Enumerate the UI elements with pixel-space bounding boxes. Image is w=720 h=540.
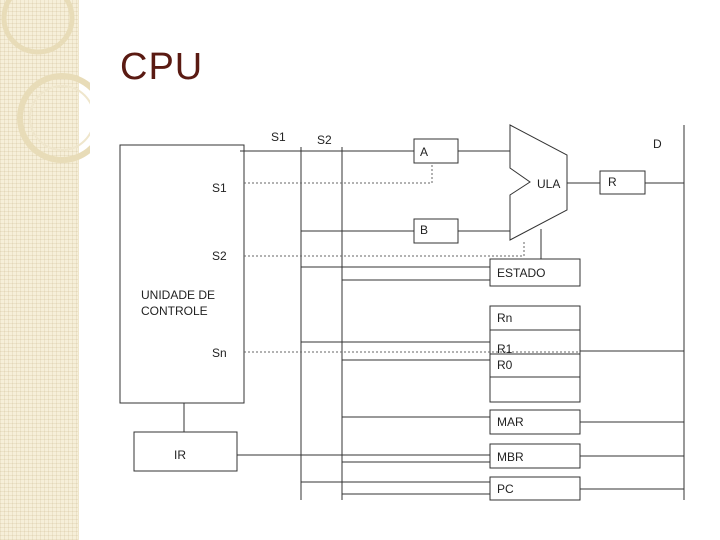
- bus-s2-label: S2: [317, 133, 332, 147]
- control-s2-label: S2: [212, 249, 227, 263]
- register-a-label: A: [420, 145, 428, 159]
- control-unit-label-line2: CONTROLE: [141, 304, 208, 318]
- register-b-box: [413, 218, 459, 244]
- mbr-box: [489, 443, 581, 469]
- alu-label: ULA: [537, 177, 560, 191]
- control-s1-label: S1: [212, 181, 227, 195]
- register-b-label: B: [420, 223, 428, 237]
- register-r1-label: R1: [497, 342, 513, 356]
- bus-d-label: D: [653, 137, 662, 151]
- control-signal-s2: [244, 240, 525, 257]
- control-unit-label-line1: UNIDADE DE: [141, 288, 215, 302]
- decorative-circles: [1, 0, 90, 163]
- control-unit-box: [119, 144, 245, 404]
- alu-shape: [509, 124, 568, 241]
- estado-box: [489, 258, 581, 287]
- control-sn-label: Sn: [212, 346, 227, 360]
- slide-title: CPU: [120, 46, 204, 88]
- mar-label: MAR: [497, 415, 524, 429]
- register-r0-label: R0: [497, 358, 513, 372]
- estado-label: ESTADO: [497, 266, 545, 280]
- register-rn-label: Rn: [497, 311, 512, 325]
- register-r-box: [599, 170, 646, 195]
- register-a-box: [413, 138, 459, 164]
- mar-box: [489, 409, 581, 435]
- decorative-side-band: [0, 0, 79, 540]
- pc-label: PC: [497, 482, 514, 496]
- ir-box: [133, 431, 238, 472]
- ir-label: IR: [174, 448, 186, 462]
- control-signal-s1: [244, 163, 433, 184]
- bus-s1-label: S1: [271, 130, 286, 144]
- mbr-label: MBR: [497, 450, 524, 464]
- register-r-label: R: [608, 175, 617, 189]
